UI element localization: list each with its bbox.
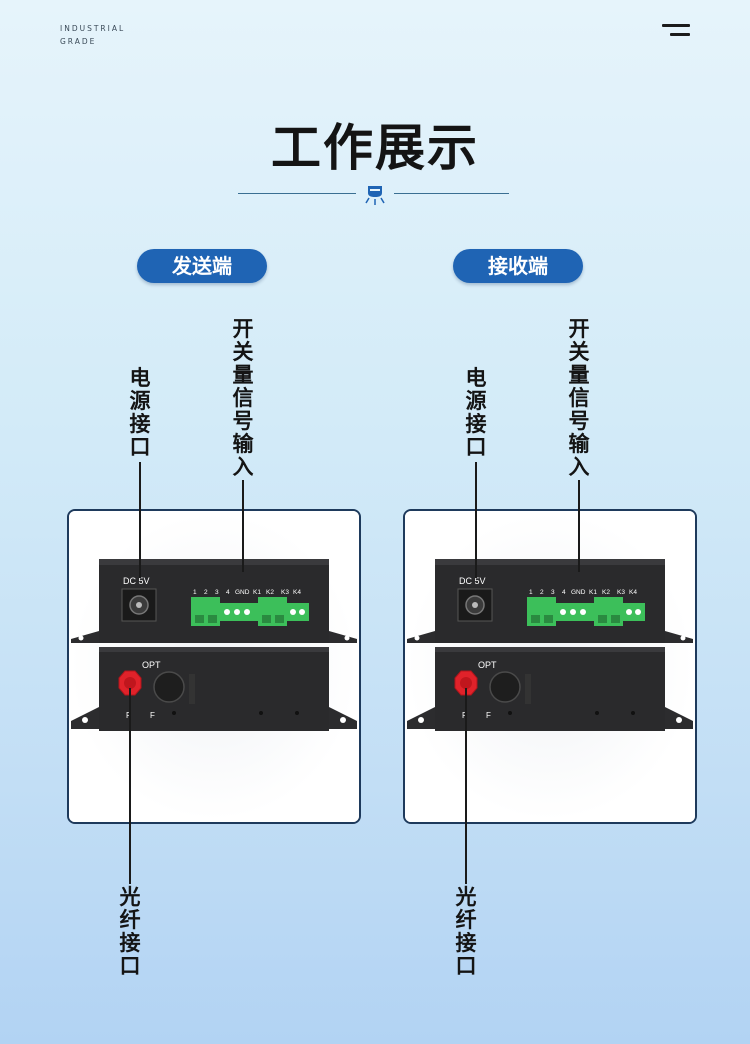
sender-switch-label: 开关量信号输入	[232, 317, 254, 479]
brand-line-1: INDUSTRIAL	[60, 24, 126, 33]
terminal-label: 3	[551, 589, 555, 596]
terminal-label: K1	[589, 589, 597, 596]
terminal-label: 2	[540, 589, 544, 596]
brand-text: INDUSTRIAL GRADE	[60, 22, 125, 48]
receiver-opt-label: OPT	[478, 660, 497, 670]
sender-fiber-label: 光纤接口	[119, 885, 141, 978]
receiver-led-f: F	[486, 711, 491, 720]
sender-opt-label: OPT	[142, 660, 161, 670]
terminal-label: K3	[617, 589, 625, 596]
receiver-device-image	[407, 559, 693, 731]
receiver-led-p: P	[462, 711, 467, 720]
terminal-label: K4	[293, 589, 301, 596]
terminal-label: 1	[193, 589, 197, 596]
sender-fiber-leader	[129, 688, 131, 884]
receiver-fiber-label: 光纤接口	[455, 885, 477, 978]
sender-dc-label: DC 5V	[123, 576, 150, 586]
terminal-label: K2	[602, 589, 610, 596]
divider-right	[394, 193, 509, 194]
terminal-label: 1	[529, 589, 533, 596]
terminal-label: 3	[215, 589, 219, 596]
page-title: 工作展示	[271, 119, 479, 177]
terminal-label: K2	[266, 589, 274, 596]
terminal-label: K3	[281, 589, 289, 596]
divider-left	[238, 193, 356, 194]
receiver-fiber-leader	[465, 688, 467, 884]
terminal-label: 4	[562, 589, 566, 596]
sender-device-panel: DC 5V 1 2 3 4 GND K1 K2 K3 K4 OPT P F	[67, 509, 361, 824]
receiver-badge: 接收端	[453, 249, 583, 283]
terminal-label: K1	[253, 589, 261, 596]
receiver-dc-label: DC 5V	[459, 576, 486, 586]
sender-led-f: F	[150, 711, 155, 720]
lamp-icon	[365, 186, 385, 205]
receiver-device-panel: DC 5V 1 2 3 4 GND K1 K2 K3 K4 OPT P F	[403, 509, 697, 824]
terminal-label: GND	[235, 589, 250, 596]
receiver-power-leader	[475, 462, 477, 578]
sender-device-image	[71, 559, 357, 731]
brand-line-2: GRADE	[60, 37, 97, 46]
terminal-label: GND	[571, 589, 586, 596]
receiver-switch-label: 开关量信号输入	[568, 317, 590, 479]
menu-icon[interactable]	[662, 24, 690, 40]
sender-switch-leader	[242, 480, 244, 572]
terminal-label: K4	[629, 589, 637, 596]
receiver-switch-leader	[578, 480, 580, 572]
sender-badge: 发送端	[137, 249, 267, 283]
sender-led-p: P	[126, 711, 131, 720]
receiver-power-label: 电源接口	[465, 366, 487, 459]
sender-power-leader	[139, 462, 141, 578]
sender-power-label: 电源接口	[129, 366, 151, 459]
terminal-label: 2	[204, 589, 208, 596]
terminal-label: 4	[226, 589, 230, 596]
